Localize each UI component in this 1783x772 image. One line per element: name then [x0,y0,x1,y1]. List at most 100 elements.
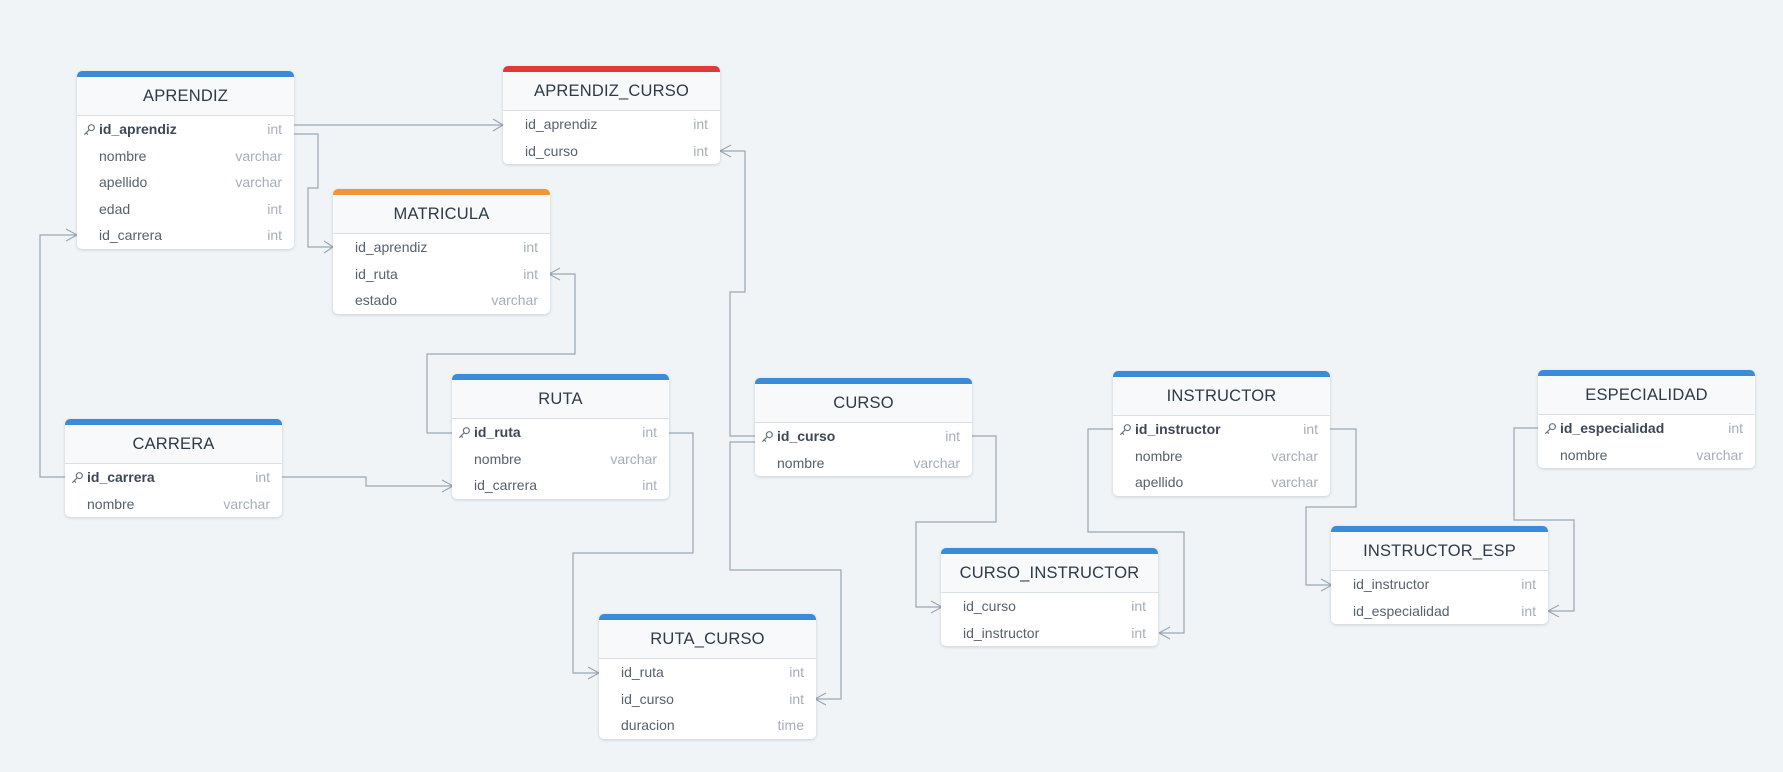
field-type: int [789,690,804,707]
field-name: id_carrera [87,469,155,486]
primary-key-field[interactable]: id_ruta int [452,419,669,446]
table-field[interactable]: edad int [77,196,294,223]
field-type: int [789,664,804,681]
table-name: ESPECIALIDAD [1585,385,1708,404]
field-type: int [1728,420,1743,437]
field-name: id_instructor [1135,421,1221,438]
key-icon [71,471,84,484]
field-type: int [642,424,657,441]
field-name: id_especialidad [1353,602,1450,619]
field-type: int [1303,421,1318,438]
key-icon [458,426,471,439]
relationship-aprendiz-matricula [293,133,334,254]
table-header: ESPECIALIDAD [1538,370,1755,415]
field-name: nombre [1135,447,1183,464]
field-type: int [642,477,657,494]
field-type: varchar [235,147,282,164]
table-header: RUTA_CURSO [599,614,816,659]
field-type: varchar [1696,446,1743,463]
relationship-aprendiz-aprendiz-curso [293,118,504,132]
table-name: CURSO_INSTRUCTOR [959,563,1140,582]
field-name: id_ruta [355,265,398,282]
field-name: id_ruta [621,664,664,681]
primary-key-field[interactable]: id_instructor int [1113,416,1330,443]
table-header: APRENDIZ_CURSO [503,66,720,111]
table-field[interactable]: id_ruta int [333,261,550,288]
table-field[interactable]: apellido varchar [77,169,294,196]
field-type: int [267,200,282,217]
field-type: int [267,121,282,138]
field-type: varchar [235,174,282,191]
table-header: APRENDIZ [77,71,294,116]
field-name: duracion [621,717,675,734]
field-name: edad [99,200,131,217]
field-name: estado [355,292,398,309]
table-name: RUTA_CURSO [650,629,765,648]
field-type: int [693,116,708,133]
table-field[interactable]: estado varchar [333,287,550,314]
table-field[interactable]: id_aprendiz int [333,234,550,261]
table-name: RUTA [538,389,583,408]
key-icon [1119,423,1132,436]
table-field[interactable]: id_ruta int [599,659,816,686]
field-name: nombre [777,454,825,471]
field-type: int [1521,576,1536,593]
key-icon [83,123,96,136]
table-header: RUTA [452,374,669,419]
field-type: int [267,227,282,244]
field-type: int [523,239,538,256]
field-name: id_instructor [963,624,1040,641]
table-header: CURSO [755,378,972,423]
primary-key-field[interactable]: id_aprendiz int [77,116,294,143]
field-type: varchar [491,292,538,309]
field-name: id_aprendiz [99,121,177,138]
field-name: id_carrera [99,227,163,244]
key-icon [761,430,774,443]
field-type: int [523,265,538,282]
table-name: INSTRUCTOR [1166,386,1277,405]
field-name: id_aprendiz [355,239,428,256]
field-name: id_ruta [474,424,521,441]
field-name: apellido [99,174,148,191]
table-field[interactable]: id_carrera int [77,222,294,249]
relationship-curso-aprendiz-curso [719,144,755,437]
relationship-carrera-ruta [281,476,454,493]
